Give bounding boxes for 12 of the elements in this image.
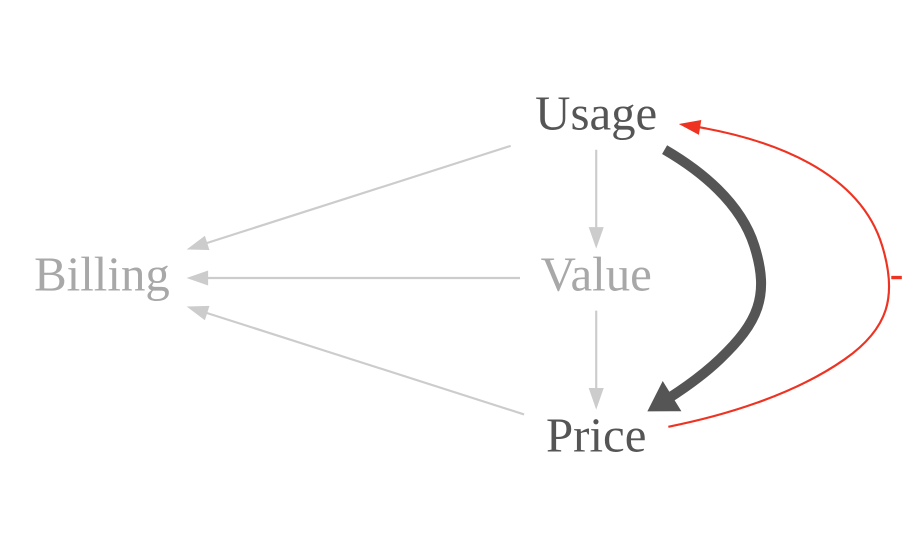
node-text: Value bbox=[540, 246, 652, 302]
node-text: Usage bbox=[535, 86, 658, 141]
arrow bbox=[588, 150, 604, 249]
arrow bbox=[186, 306, 524, 416]
node-text: Billing bbox=[34, 246, 170, 302]
arrow bbox=[186, 270, 520, 286]
arrow bbox=[668, 120, 890, 428]
arrow bbox=[186, 144, 512, 250]
arrow bbox=[647, 145, 766, 412]
node-text: Price bbox=[546, 407, 646, 462]
edge-label: - bbox=[889, 250, 904, 299]
arrow bbox=[588, 310, 604, 410]
